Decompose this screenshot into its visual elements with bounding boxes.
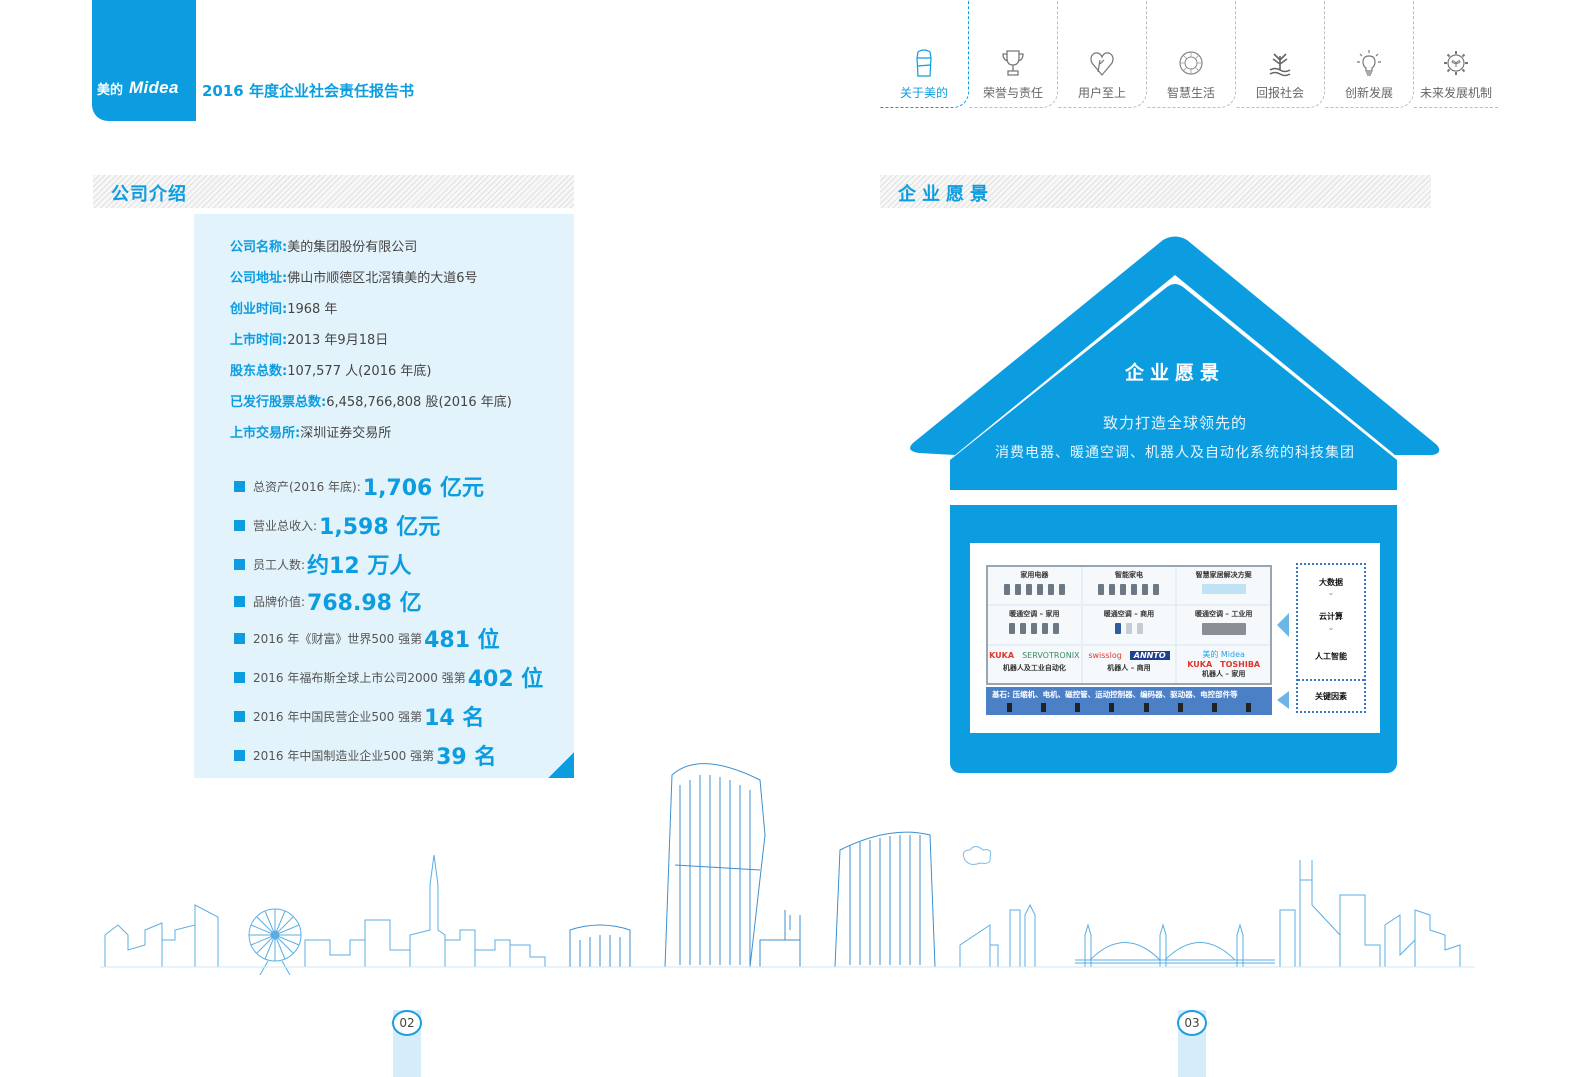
ferris-wheel — [248, 908, 302, 975]
city-skyline-illustration — [100, 763, 1475, 975]
product-thumbnails — [988, 623, 1081, 635]
product-thumbnails — [1083, 584, 1176, 595]
nav-tab-customer-first[interactable]: 用户至上 — [1058, 0, 1147, 108]
bullet-square-icon — [234, 632, 245, 644]
brand-block — [92, 0, 196, 121]
vision-title: 企业愿景 — [1124, 362, 1225, 384]
kuka-logo: KUKA — [989, 650, 1015, 660]
bullet-square-icon — [234, 519, 245, 531]
business-diagram: 家用电器 智能家电 智慧家居解决方案 暖通空调 – 家用 暖通空调 – 商用 暖… — [970, 543, 1380, 733]
info-row-address: 公司地址:佛山市顺德区北滘镇美的大道6号 — [230, 271, 478, 286]
info-row-listed-date: 上市时间:2013 年9月18日 — [230, 333, 389, 348]
info-row-shares-issued: 已发行股票总数:6,458,766,808 股(2016 年底) — [230, 395, 512, 410]
section-heading-vision: 企业愿景 — [880, 175, 1431, 208]
foundation-bar: 基石: 压缩机、电机、磁控管、运动控制器、编码器、驱动器、电控部件等 — [986, 687, 1272, 715]
servotronix-logo: SERVOTRONIX — [1022, 650, 1080, 660]
info-row-company-name: 公司名称:美的集团股份有限公司 — [230, 240, 418, 255]
arrow-left-icon — [1277, 613, 1289, 637]
report-title: 2016 年度企业社会责任报告书 — [202, 82, 414, 100]
page-number-right: 03 — [1177, 1010, 1207, 1036]
nav-tab-honor[interactable]: 荣誉与责任 — [969, 0, 1058, 108]
kuka-logo: KUKA — [1187, 659, 1213, 669]
corner-fold-decoration — [548, 752, 574, 778]
product-thumbnails — [1083, 623, 1176, 635]
info-row-founded: 创业时间:1968 年 — [230, 302, 338, 317]
cell-home-appliances: 家用电器 — [988, 567, 1081, 605]
chapter-nav: 关于美的 荣誉与责任 用户至上 智慧生活 回报社会 创新发展 未来发展机制 — [880, 0, 1498, 112]
bullet-square-icon — [234, 480, 245, 492]
house-body: 家用电器 智能家电 智慧家居解决方案 暖通空调 – 家用 暖通空调 – 商用 暖… — [950, 505, 1397, 773]
factor-big-data: 大数据 — [1319, 578, 1343, 587]
company-intro-panel: 公司名称:美的集团股份有限公司 公司地址:佛山市顺德区北滘镇美的大道6号 创业时… — [194, 214, 574, 778]
info-row-exchange: 上市交易所:深圳证券交易所 — [230, 426, 392, 441]
key-stats-list: 总资产(2016 年底):1,706 亿元 营业总收入:1,598 亿元 员工人… — [234, 466, 543, 774]
bullet-square-icon — [234, 595, 245, 607]
arrow-left-icon — [1277, 691, 1289, 709]
stat-brand-value: 品牌价值:768.98 亿 — [234, 584, 543, 618]
factor-cloud-computing: 云计算 — [1319, 612, 1343, 621]
bottle-icon — [916, 49, 932, 77]
cell-smart-appliances: 智能家电 — [1082, 567, 1176, 605]
cell-hvac-commercial: 暖通空调 – 商用 — [1082, 606, 1176, 644]
bullet-square-icon — [234, 749, 245, 761]
company-info-list: 公司名称:美的集团股份有限公司 公司地址:佛山市顺德区北滘镇美的大道6号 创业时… — [230, 236, 512, 453]
nav-tab-about-midea[interactable]: 关于美的 — [880, 0, 969, 108]
chevron-down-icon: ⌄ — [1327, 588, 1335, 597]
stat-total-assets: 总资产(2016 年底):1,706 亿元 — [234, 466, 543, 506]
bullet-square-icon — [234, 710, 245, 722]
toshiba-logo: TOSHIBA — [1220, 659, 1261, 669]
smart-home-illustration — [1177, 584, 1270, 594]
factor-ai: 人工智能 — [1315, 652, 1347, 661]
nav-tab-smart-life[interactable]: 智慧生活 — [1147, 0, 1236, 108]
section-heading-company-intro: 公司介绍 — [93, 175, 574, 208]
bridge — [1075, 923, 1275, 967]
midea-logo: 美的 Midea — [97, 78, 179, 98]
section-title: 公司介绍 — [111, 184, 187, 205]
bullet-square-icon — [234, 671, 245, 683]
product-thumbnails — [988, 584, 1081, 595]
info-row-shareholders: 股东总数:107,577 人(2016 年底) — [230, 364, 432, 379]
chevron-down-icon: ⌄ — [1327, 623, 1335, 632]
cell-hvac-home: 暖通空调 – 家用 — [988, 606, 1081, 644]
brand-cn: 美的 — [97, 82, 124, 98]
nav-tab-give-back[interactable]: 回报社会 — [1236, 0, 1325, 108]
stat-revenue: 营业总收入:1,598 亿元 — [234, 506, 543, 544]
vision-statement-line2: 消费电器、暖通空调、机器人及自动化系统的科技集团 — [995, 445, 1355, 461]
stat-employees: 员工人数:约12 万人 — [234, 544, 543, 584]
cctv-tower — [569, 763, 936, 968]
house-roof-shape — [910, 236, 1440, 490]
heart-hands-icon — [1090, 52, 1114, 76]
section-title: 企业愿景 — [898, 184, 994, 205]
page-number-left: 02 — [392, 1010, 422, 1036]
swisslog-logo: swisslog — [1088, 650, 1122, 660]
component-thumbnails — [992, 703, 1266, 712]
vision-statement-line1: 致力打造全球领先的 — [1102, 414, 1247, 432]
gem-icon — [1179, 51, 1203, 75]
midea-logo-small: 美的 Midea — [1202, 649, 1245, 659]
gear-sprout-icon — [1444, 51, 1468, 75]
plant-icon — [1269, 53, 1291, 77]
vision-house-graphic: 企业愿景 致力打造全球领先的 消费电器、暖通空调、机器人及自动化系统的科技集团 … — [905, 235, 1445, 780]
bullet-square-icon — [234, 558, 245, 570]
cell-hvac-industrial: 暖通空调 – 工业用 — [1177, 606, 1270, 644]
trophy-icon — [1002, 50, 1024, 76]
factor-key-label: 关键因素 — [1315, 692, 1347, 701]
lightbulb-icon — [1357, 50, 1381, 76]
business-grid: 家用电器 智能家电 智慧家居解决方案 暖通空调 – 家用 暖通空调 – 商用 暖… — [986, 565, 1272, 685]
annto-logo: ANNTO — [1129, 650, 1170, 660]
nav-tab-future-mechanism[interactable]: 未来发展机制 — [1414, 0, 1498, 108]
cell-smart-home-solutions: 智慧家居解决方案 — [1177, 567, 1270, 605]
key-factors-box: 大数据 ⌄ 云计算 ⌄ 人工智能 关键因素 — [1296, 563, 1366, 713]
nav-tab-innovation[interactable]: 创新发展 — [1325, 0, 1414, 108]
brand-en: Midea — [129, 78, 179, 97]
industrial-photo — [1177, 623, 1270, 636]
